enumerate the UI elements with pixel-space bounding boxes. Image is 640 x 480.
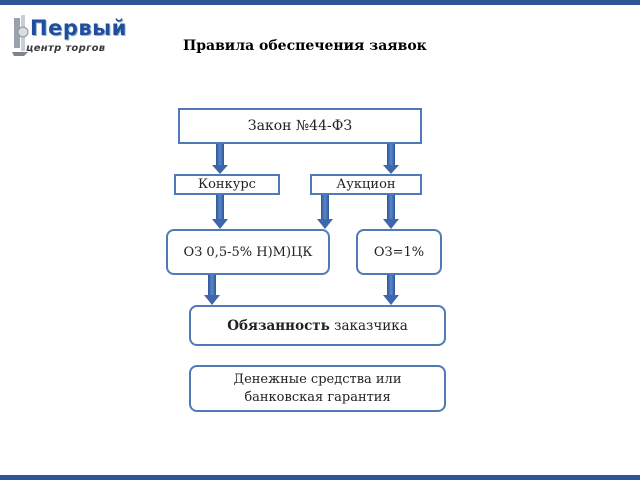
arrow-auction-to-oz-range <box>317 195 333 229</box>
duty-bold-label: Обязанность <box>227 317 330 334</box>
arrow-law-to-konkurs <box>212 144 228 174</box>
logo-top-text: Первый <box>30 16 127 40</box>
konkurs-label: Конкурс <box>198 177 256 192</box>
oz-fixed-box: ОЗ=1% <box>356 229 442 275</box>
oz-fixed-label: ОЗ=1% <box>373 244 425 260</box>
law-label: Закон №44-ФЗ <box>247 118 353 134</box>
company-logo: Первый центр торгов <box>8 10 132 58</box>
auction-label: Аукцион <box>336 177 396 192</box>
law-box: Закон №44-ФЗ <box>178 108 422 144</box>
bottom-border-bar <box>0 475 640 480</box>
oz-range-label: ОЗ 0,5-5% Н)М)ЦК <box>183 244 313 260</box>
logo-bottom-text: центр торгов <box>26 43 106 54</box>
logo-emblem-icon <box>12 15 29 56</box>
arrow-law-to-auction <box>383 144 399 174</box>
customer-duty-box: Обязанность заказчика <box>189 305 446 346</box>
security-form-box: Денежные средства или банковская гаранти… <box>189 365 446 412</box>
arrow-auction-to-oz-fixed <box>383 195 399 229</box>
auction-box: Аукцион <box>310 174 422 195</box>
arrow-oz-range-to-duty <box>204 275 220 305</box>
top-border-bar <box>0 0 640 5</box>
duty-rest-label: заказчика <box>329 317 408 334</box>
konkurs-box: Конкурс <box>174 174 280 195</box>
oz-range-box: ОЗ 0,5-5% Н)М)ЦК <box>166 229 330 275</box>
arrow-konkurs-to-oz-range <box>212 195 228 229</box>
money-line-1: Денежные средства или <box>233 371 402 387</box>
money-line-2: банковская гарантия <box>244 389 391 405</box>
arrow-oz-fixed-to-duty <box>383 275 399 305</box>
page-title: Правила обеспечения заявок <box>183 38 427 54</box>
